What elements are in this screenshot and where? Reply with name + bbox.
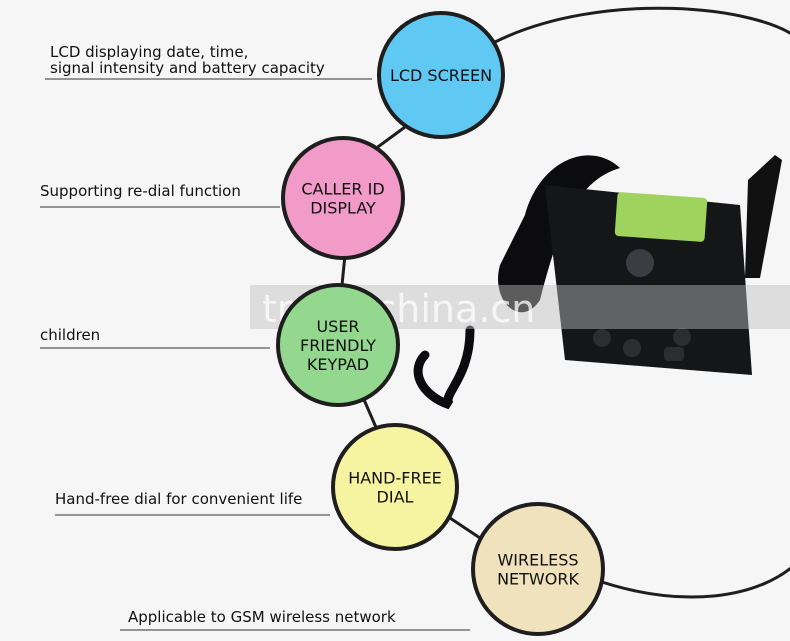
feature-label-caller: DISPLAY [310,199,376,218]
feature-label-keypad: KEYPAD [307,355,369,374]
feature-circle-handfree [331,423,459,551]
feature-lcd: LCD SCREEN LCD displaying date, time,sign… [45,11,505,139]
feature-description-keypad: children [40,326,100,344]
feature-label-wireless: NETWORK [497,570,579,589]
feature-description-lcd: LCD displaying date, time, [50,43,248,61]
feature-label-handfree: DIAL [377,488,414,507]
feature-circle-wireless [471,502,605,636]
feature-description-handfree: Hand-free dial for convenient life [55,490,302,508]
feature-label-handfree: HAND-FREE [348,469,442,488]
feature-circle-caller [281,136,405,260]
feature-description-wireless: Applicable to GSM wireless network [128,608,396,626]
feature-label-keypad: USER [316,317,359,336]
feature-label-wireless: WIRELESS [497,551,578,570]
connector-arc [494,6,790,599]
connector-line [338,125,496,550]
feature-circle-lcd [377,11,505,139]
feature-circle-keypad [276,283,400,407]
feature-description-lcd: signal intensity and battery capacity [50,59,325,77]
feature-label-lcd: LCD SCREEN [390,66,492,85]
feature-description-caller: Supporting re-dial function [40,182,241,200]
phone-illustration [413,155,782,410]
lcd-display [614,192,708,242]
feature-label-caller: CALLER ID [301,180,384,199]
feature-label-keypad: FRIENDLY [300,336,376,355]
